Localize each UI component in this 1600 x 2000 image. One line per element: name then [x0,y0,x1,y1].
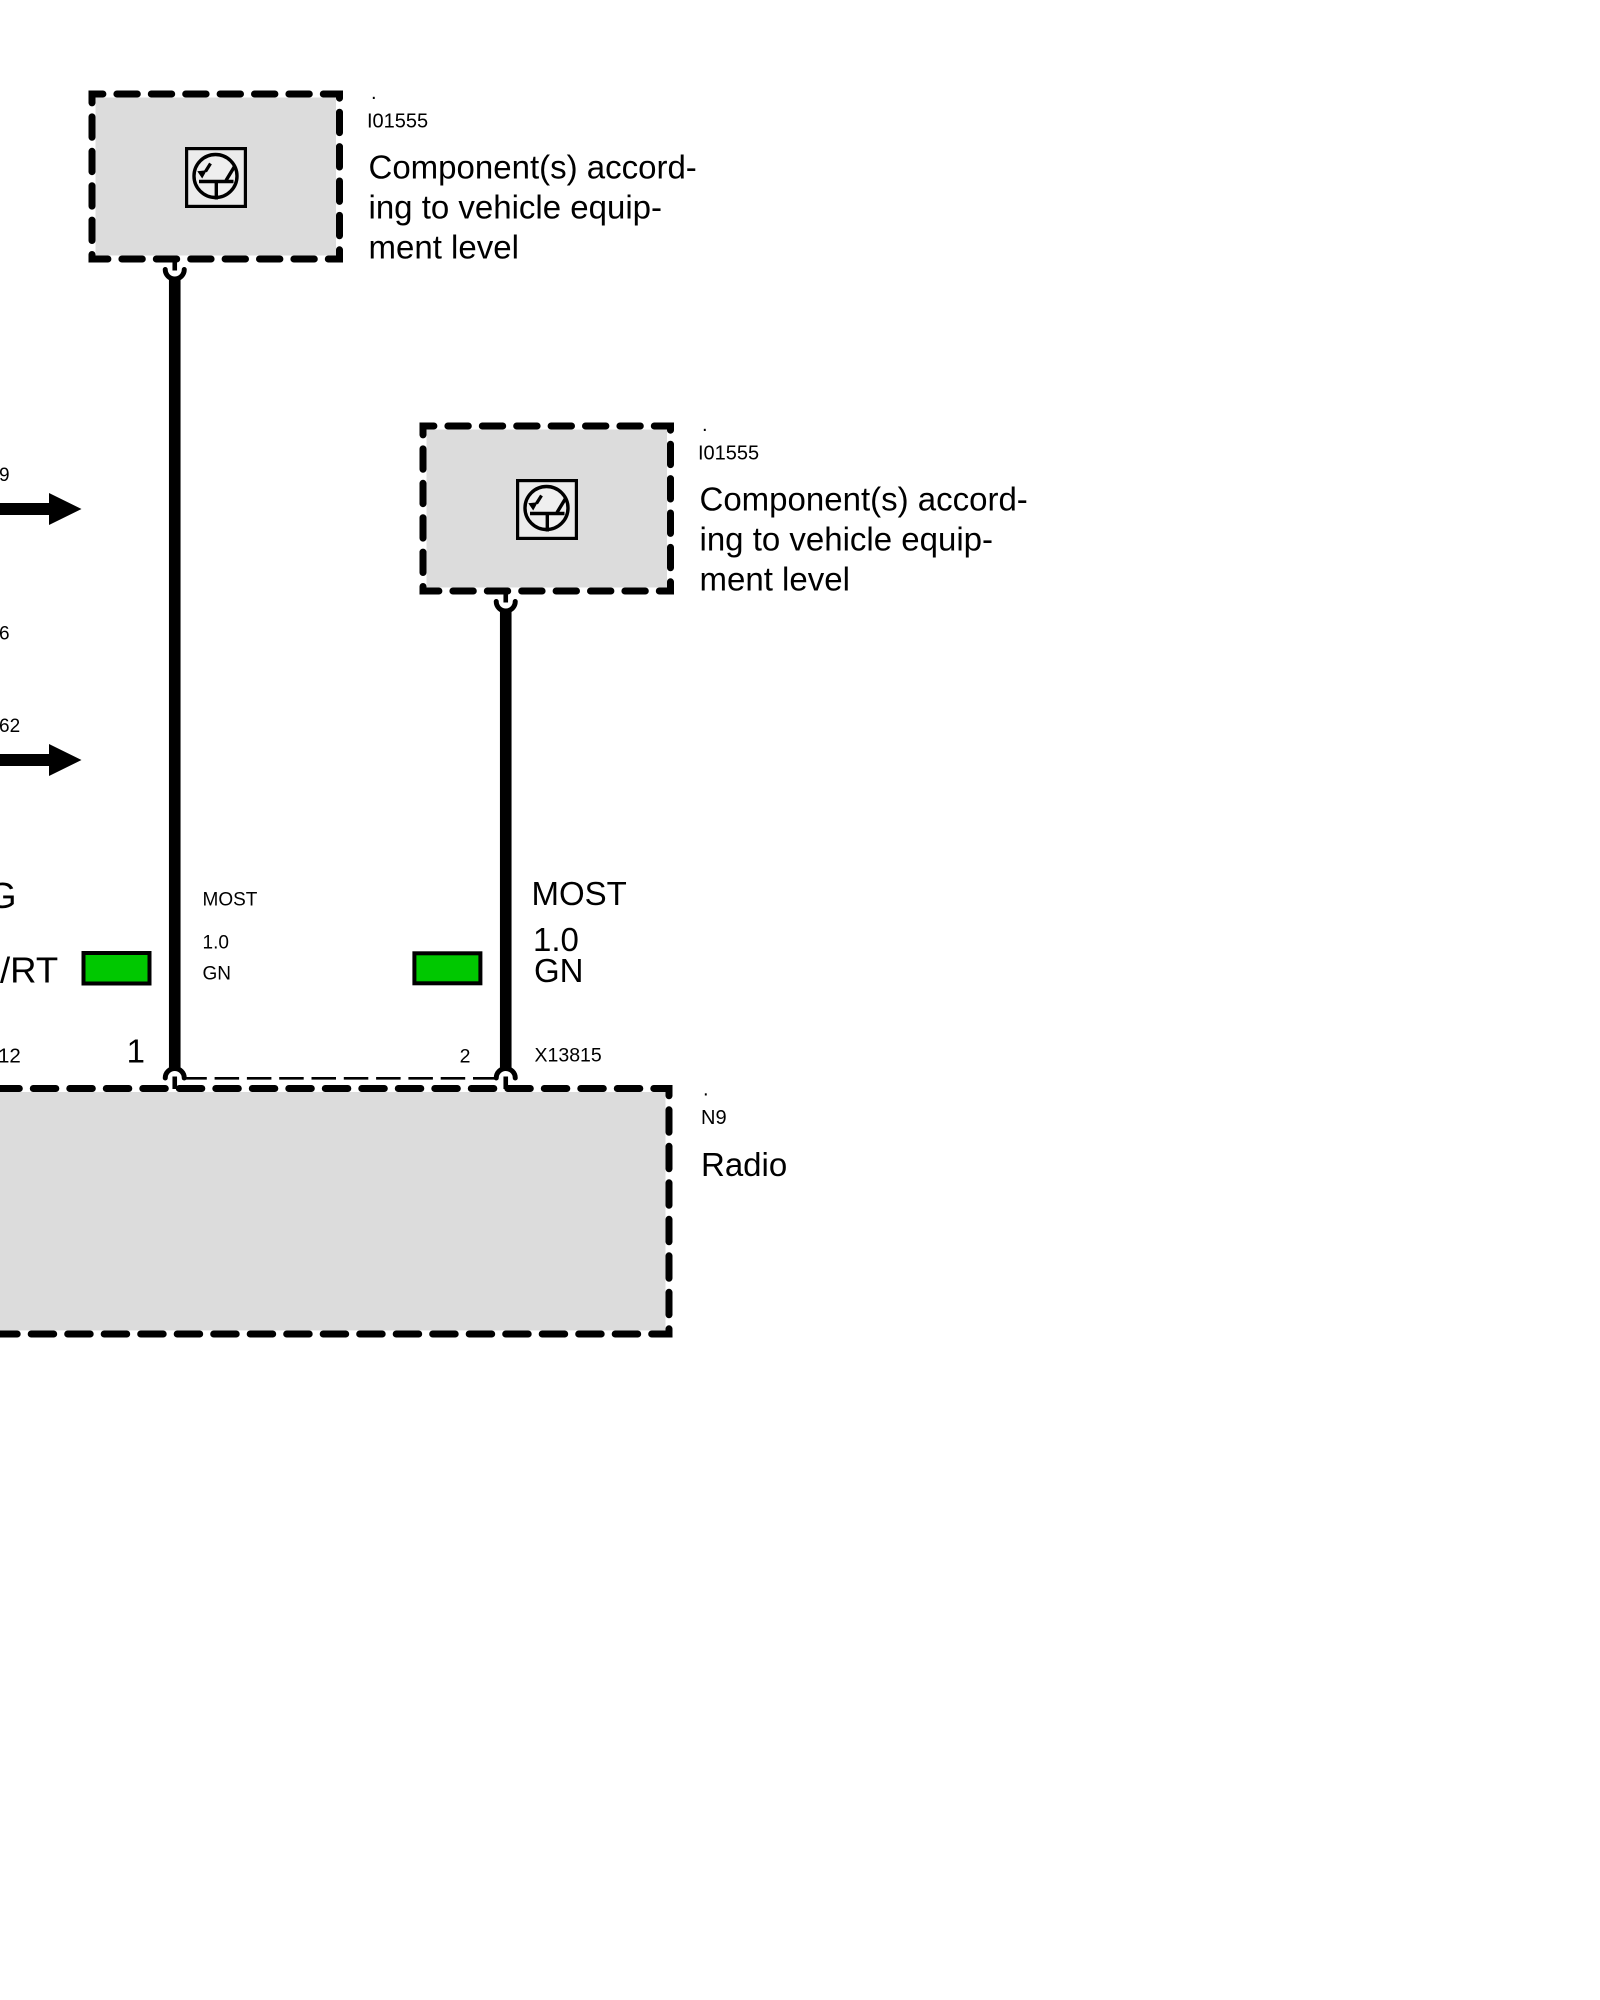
svg-text:6: 6 [0,624,10,645]
svg-text:12: 12 [0,1045,21,1068]
svg-text:ment level: ment level [369,229,519,266]
svg-text:Component(s) accord-: Component(s) accord- [700,481,1028,518]
svg-text:ing to vehicle equip-: ing to vehicle equip- [369,189,663,226]
svg-text:/RT: /RT [0,950,58,991]
svg-text:62: 62 [0,716,20,737]
svg-text:GN: GN [203,964,232,985]
svg-text:I01555: I01555 [698,443,759,465]
svg-text:2: 2 [460,1046,471,1068]
svg-text:1.0: 1.0 [533,921,579,958]
svg-text:I01555: I01555 [367,111,428,133]
svg-text:Component(s) accord-: Component(s) accord- [369,149,697,186]
svg-text:X13815: X13815 [535,1045,602,1067]
svg-text:MOST: MOST [203,890,258,911]
svg-text:.: . [702,414,708,436]
svg-text:GN: GN [534,952,584,989]
svg-text:9: 9 [0,465,10,486]
svg-text:G: G [0,875,17,916]
svg-text:ing to vehicle equip-: ing to vehicle equip- [700,521,994,558]
svg-text:MOST: MOST [532,875,627,912]
svg-text:.: . [703,1079,709,1101]
svg-text:ment level: ment level [700,561,850,598]
svg-text:1.0: 1.0 [203,933,229,954]
svg-text:.: . [371,82,377,104]
svg-text:N9: N9 [701,1107,727,1129]
svg-text:Radio: Radio [701,1146,787,1183]
svg-text:1: 1 [127,1033,145,1070]
